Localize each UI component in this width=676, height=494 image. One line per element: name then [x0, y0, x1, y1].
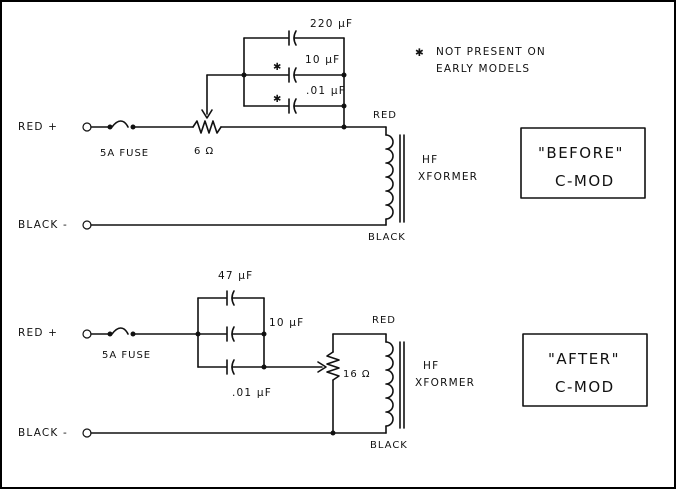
- before-box-line-2: C-MOD: [555, 172, 615, 190]
- before-xf-black-label: BLACK: [368, 232, 406, 243]
- before-cap-3-star: ✱: [273, 94, 282, 105]
- note-marker: ✱: [415, 47, 425, 59]
- before-red-terminal: [82, 122, 92, 132]
- after-xf-black-label: BLACK: [370, 440, 408, 451]
- after-resistor-label: 16 Ω: [343, 369, 371, 380]
- after-xf-name-line-1: HF: [423, 360, 439, 372]
- before-cmod-box: [520, 127, 646, 199]
- note-line-1: NOT PRESENT ON: [436, 46, 546, 58]
- before-resistor-label: 6 Ω: [194, 146, 214, 157]
- before-box-line-1: "BEFORE": [538, 144, 624, 162]
- before-cap-1-label: 220 µF: [310, 18, 353, 30]
- after-cap-3-label: .01 µF: [232, 387, 272, 399]
- after-red-input-label: RED +: [18, 327, 58, 339]
- before-fuse: [107, 120, 136, 130]
- after-transformer: [385, 341, 405, 429]
- after-xf-name-line-2: XFORMER: [415, 377, 475, 389]
- note-line-2: EARLY MODELS: [436, 63, 530, 75]
- before-xf-name-line-1: HF: [422, 154, 438, 166]
- before-capacitor-3: [243, 98, 345, 114]
- after-cap-2-label: 10 µF: [269, 317, 304, 329]
- before-cap-3-label: .01 µF: [306, 85, 346, 97]
- after-red-terminal: [82, 329, 92, 339]
- after-cap-1-label: 47 µF: [218, 270, 253, 282]
- before-capacitor-1: [243, 30, 345, 46]
- before-xf-name-line-2: XFORMER: [418, 171, 478, 183]
- before-red-input-label: RED +: [18, 121, 58, 133]
- after-capacitor-2: [197, 326, 265, 342]
- before-capacitor-2: [243, 67, 345, 83]
- before-cap-2-star: ✱: [273, 62, 282, 73]
- before-resistor: [192, 74, 222, 134]
- before-fuse-label: 5A FUSE: [100, 148, 149, 159]
- after-black-input-label: BLACK -: [18, 427, 68, 439]
- before-cap-2-label: 10 µF: [305, 54, 340, 66]
- before-circuit: RED + 5A FUSE 6 Ω: [18, 18, 646, 243]
- after-circuit: RED + 5A FUSE 47 µF 1: [18, 270, 648, 451]
- after-fuse: [107, 327, 136, 337]
- before-black-input-label: BLACK -: [18, 219, 68, 231]
- after-cmod-box: [522, 333, 648, 407]
- after-box-line-2: C-MOD: [555, 378, 615, 396]
- after-fuse-label: 5A FUSE: [102, 350, 151, 361]
- before-xf-red-label: RED: [373, 110, 397, 121]
- after-black-terminal: [82, 428, 92, 438]
- after-wiper-arrow: [317, 361, 327, 373]
- after-box-line-1: "AFTER": [548, 350, 620, 368]
- after-resistor: [326, 351, 340, 381]
- after-capacitor-3: [197, 359, 265, 375]
- after-xf-red-label: RED: [372, 315, 396, 326]
- before-transformer: [385, 134, 405, 223]
- early-models-note: ✱ NOT PRESENT ON EARLY MODELS: [415, 46, 546, 75]
- after-capacitor-1: [197, 290, 265, 306]
- before-black-terminal: [82, 220, 92, 230]
